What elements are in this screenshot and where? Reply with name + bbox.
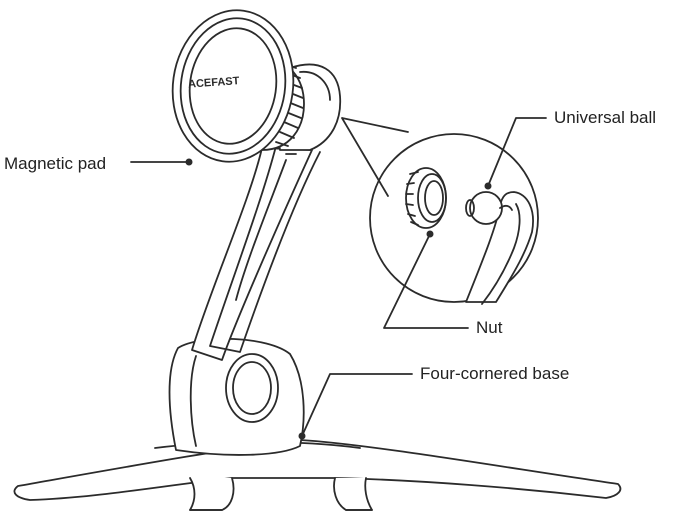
nut-detail — [405, 167, 447, 229]
ball-detail — [465, 191, 534, 305]
magnetic-pad-dot — [185, 158, 193, 166]
leader-lines — [130, 117, 547, 440]
four-cornered-base — [13, 439, 622, 511]
stand-arm — [191, 145, 321, 361]
nut-dot — [426, 230, 434, 238]
magnetic-pad-label: Magnetic pad — [4, 154, 107, 173]
universal-ball-dot — [484, 182, 492, 190]
base-dot — [298, 432, 306, 440]
magnetic-pad — [171, 9, 295, 163]
four-cornered-base-label: Four-cornered base — [420, 364, 570, 383]
universal-ball-label: Universal ball — [554, 108, 657, 127]
acefast-logo: ACEFAST — [188, 75, 240, 91]
nut-label: Nut — [476, 318, 503, 337]
logo-text: ACEFAST — [188, 75, 240, 91]
lower-joint — [168, 337, 305, 456]
